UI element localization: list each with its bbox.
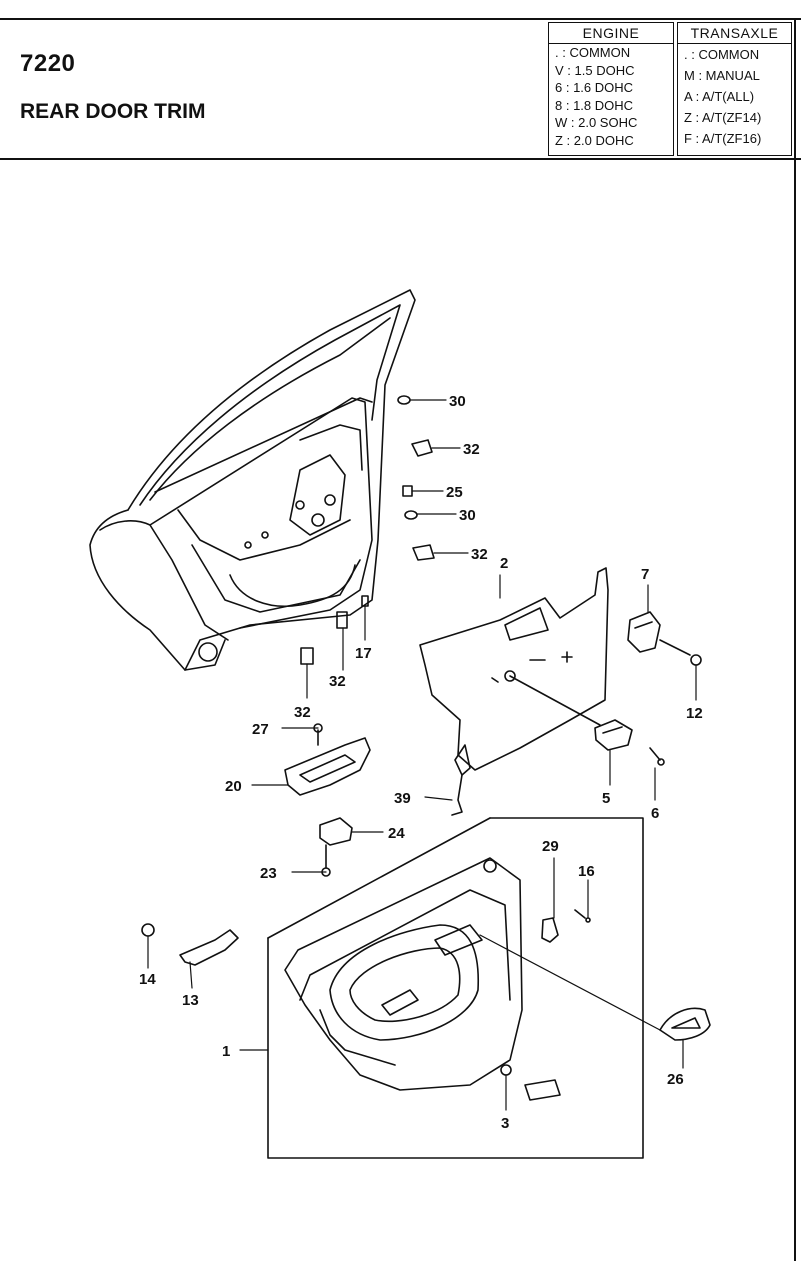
section-code: 7220 xyxy=(20,50,76,77)
engine-legend-row: V : 1.5 DOHC xyxy=(555,62,635,78)
callout-32: 32 xyxy=(463,441,480,458)
small-part-drawings xyxy=(141,909,711,1101)
engine-legend-title: ENGINE xyxy=(549,23,673,44)
callout-3: 3 xyxy=(501,1115,509,1132)
door-frame-drawing xyxy=(89,289,416,671)
callout-32: 32 xyxy=(471,546,488,563)
callout-13: 13 xyxy=(182,992,199,1009)
callout-12: 12 xyxy=(686,705,703,722)
engine-legend: ENGINE . : COMMON V : 1.5 DOHC 6 : 1.6 D… xyxy=(548,22,674,156)
callout-23: 23 xyxy=(260,865,277,882)
callout-32: 32 xyxy=(294,704,311,721)
callout-24: 24 xyxy=(388,825,405,842)
transaxle-legend: TRANSAXLE . : COMMON M : MANUAL A : A/T(… xyxy=(677,22,792,156)
callout-30: 30 xyxy=(449,393,466,410)
callout-6: 6 xyxy=(651,805,659,822)
fastener-drawings xyxy=(300,395,435,665)
switch-bezel-drawing xyxy=(284,723,371,796)
transaxle-legend-row: Z : A/T(ZF14) xyxy=(684,110,762,125)
callout-16: 16 xyxy=(578,863,595,880)
callout-27: 27 xyxy=(252,721,269,738)
engine-legend-row: Z : 2.0 DOHC xyxy=(555,132,634,148)
callout-25: 25 xyxy=(446,484,463,501)
engine-legend-row: 8 : 1.8 DOHC xyxy=(555,97,634,113)
callout-39: 39 xyxy=(394,790,411,807)
hinge-bracket-drawing xyxy=(627,611,702,666)
callout-5: 5 xyxy=(602,790,610,807)
engine-legend-row: 6 : 1.6 DOHC xyxy=(555,80,634,96)
transaxle-legend-row: A : A/T(ALL) xyxy=(684,89,755,104)
exploded-parts-diagram: 30 32 25 30 32 2 7 17 32 32 12 27 20 5 6… xyxy=(89,289,711,1159)
header-rule xyxy=(0,158,801,160)
water-shield-drawing xyxy=(419,567,609,771)
callout-17: 17 xyxy=(355,645,372,662)
callout-1: 1 xyxy=(222,1043,230,1060)
callout-20: 20 xyxy=(225,778,242,795)
callout-2: 2 xyxy=(500,555,508,572)
callout-30: 30 xyxy=(459,507,476,524)
callout-14: 14 xyxy=(139,971,156,988)
engine-legend-row: W : 2.0 SOHC xyxy=(555,115,638,131)
right-border xyxy=(794,18,796,1261)
bracket-drawing xyxy=(594,719,665,766)
trim-panel-drawing xyxy=(267,817,644,1159)
transaxle-legend-row: M : MANUAL xyxy=(684,68,760,83)
top-rule xyxy=(0,18,801,20)
misc-part-drawings xyxy=(319,744,471,877)
callout-29: 29 xyxy=(542,838,559,855)
callout-32: 32 xyxy=(329,673,346,690)
transaxle-legend-title: TRANSAXLE xyxy=(678,23,791,44)
transaxle-legend-row: . : COMMON xyxy=(684,47,760,62)
engine-legend-row: . : COMMON xyxy=(555,45,631,60)
callout-7: 7 xyxy=(641,566,649,583)
leader-lines xyxy=(147,399,697,1111)
transaxle-legend-row: F : A/T(ZF16) xyxy=(684,131,762,146)
page-title: REAR DOOR TRIM xyxy=(20,100,206,123)
callout-26: 26 xyxy=(667,1071,684,1088)
